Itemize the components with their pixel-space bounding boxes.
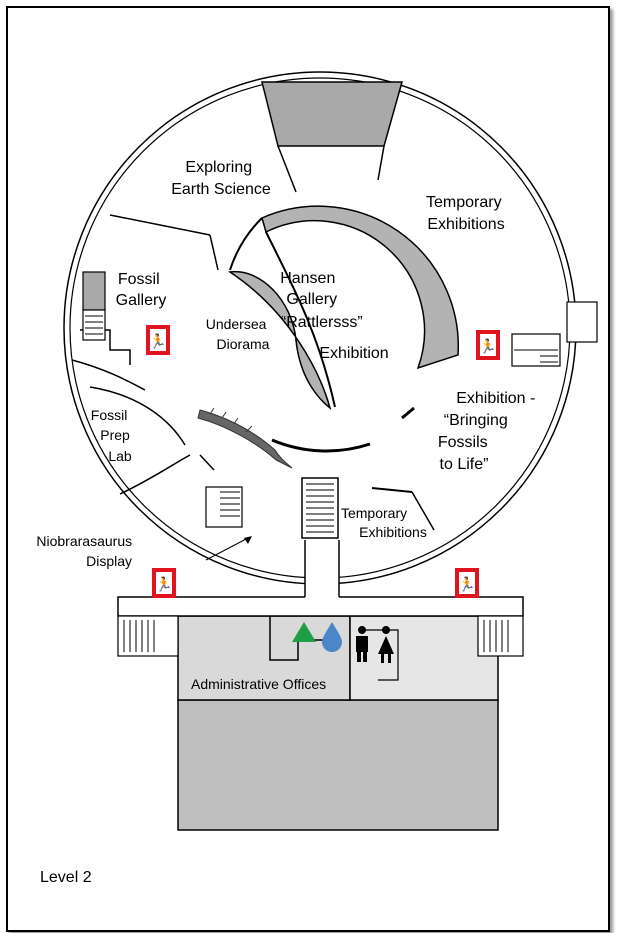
first-aid-triangle-icon <box>292 622 316 642</box>
level-label: Level 2 <box>40 869 92 886</box>
left-stairs[interactable] <box>82 309 106 341</box>
lower-left-stairs[interactable] <box>205 486 243 528</box>
svg-text:🏃: 🏃 <box>155 576 172 593</box>
room-label-undersea-diorama: Undersea Diorama <box>206 316 271 352</box>
admin-offices-room[interactable] <box>177 615 351 701</box>
right-corridor-stairs[interactable] <box>477 615 524 657</box>
emergency-exit-icon: 🏃 <box>476 330 500 360</box>
restroom-women-icon <box>378 626 394 663</box>
svg-text:🏃: 🏃 <box>479 338 496 355</box>
room-label-temporary-exhibitions-bottom: Temporary Exhibitions <box>341 505 427 540</box>
left-corridor-stairs[interactable] <box>117 615 179 657</box>
central-stairs[interactable] <box>301 477 339 539</box>
left-gray-room <box>82 271 106 311</box>
water-fountain-icon <box>322 622 342 652</box>
room-label-temporary-exhibitions-top: Temporary Exhibitions <box>426 194 506 233</box>
hansen-gallery-band[interactable] <box>261 205 460 370</box>
room-label-exploring-earth: Exploring Earth Science <box>171 159 271 198</box>
room-label-fossil-gallery: Fossil Gallery <box>116 271 167 309</box>
svg-text:🏃: 🏃 <box>149 333 166 350</box>
basement-block <box>177 699 499 831</box>
right-stairs[interactable] <box>511 333 561 367</box>
emergency-exit-icon: 🏃 <box>152 568 176 598</box>
room-label-hansen-gallery: Hansen Gallery “Rattlersss” Exhibition <box>280 270 388 362</box>
emergency-exit-icon: 🏃 <box>455 568 479 598</box>
room-label-fossil-prep-lab: Fossil Prep Lab <box>91 407 134 464</box>
restroom-men-icon <box>356 626 368 662</box>
restroom-area[interactable] <box>349 615 499 701</box>
svg-text:🏃: 🏃 <box>458 576 475 593</box>
room-label-niobrarasaurus: Niobrarasaurus Display <box>36 533 136 569</box>
room-label-bringing-fossils: Exhibition - “Bringing Fossils to Life” <box>438 390 540 473</box>
room-label-admin-offices: Administrative Offices <box>191 676 326 692</box>
emergency-exit-icon: 🏃 <box>146 325 170 355</box>
top-storage-room <box>261 81 403 147</box>
mosasaur-fossil-icon <box>197 407 293 469</box>
